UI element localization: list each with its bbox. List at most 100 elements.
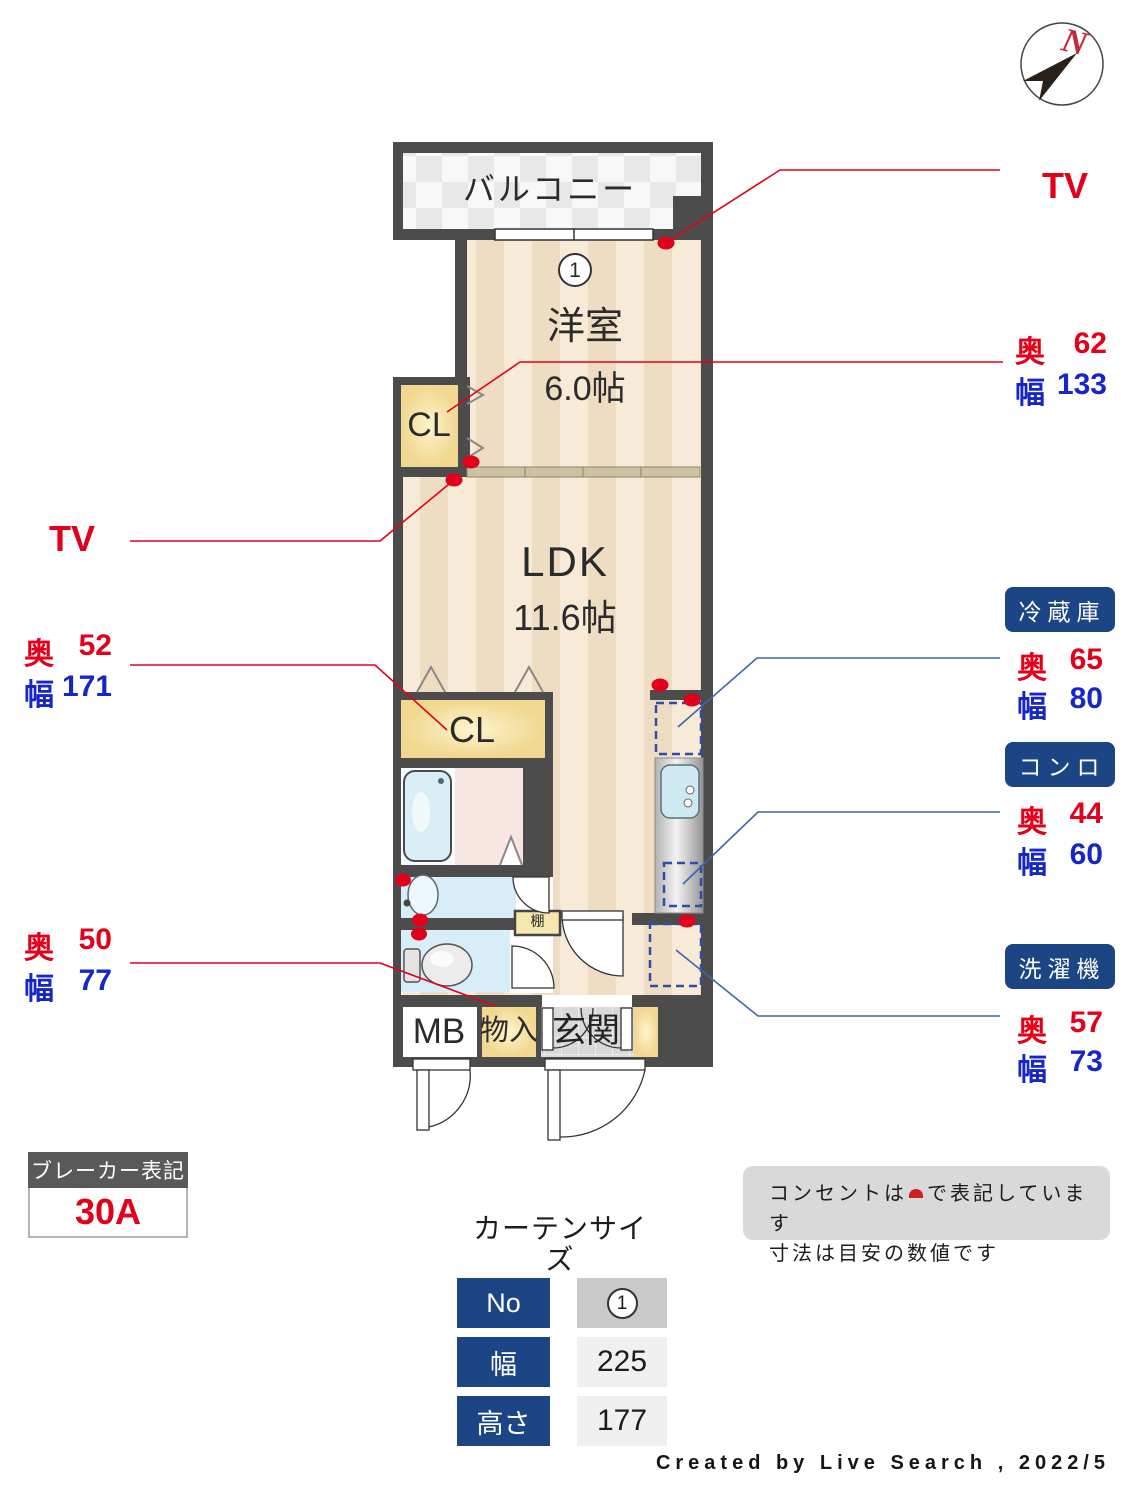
balcony-floor (403, 152, 703, 230)
breaker-box: ブレーカー表記 30A (28, 1152, 188, 1238)
depth-label: 奥 (1017, 652, 1047, 685)
closet1-fold-icon (466, 437, 485, 459)
wall (701, 142, 713, 1067)
width-value: 60 (1069, 838, 1103, 871)
tv-label-left: TV (48, 518, 95, 559)
curtain-row-no-header: No (457, 1278, 550, 1328)
entrance-label: 玄関 (552, 1012, 620, 1050)
shoebox-floor (634, 1007, 658, 1057)
wall (658, 995, 713, 1067)
wall (536, 1007, 541, 1057)
washbasin-icon (407, 874, 439, 916)
leader-lines (130, 169, 1003, 1017)
curtain-row-height-value: 177 (577, 1396, 667, 1446)
fridge-leader (677, 657, 1000, 728)
legend-line1-post: で表記しています (769, 1183, 1088, 1235)
hall-door-swing (561, 914, 624, 977)
storage-leader (130, 962, 496, 1007)
curtain-number-marker: 1 (558, 253, 592, 287)
depth-value: 65 (1069, 643, 1103, 676)
bedroom-size-label: 6.0帖 (544, 370, 626, 408)
closet2-fold-icon (514, 664, 544, 693)
bathtub-shine (412, 792, 430, 832)
stove-width-dim: 幅 60 (1017, 838, 1103, 882)
curtain-row-width-value: 225 (577, 1337, 667, 1387)
closet1-depth-dim: 奥 62 (1015, 327, 1107, 371)
closet2-width-dim: 幅 171 (24, 670, 112, 714)
outlet-symbol-icon (909, 1189, 923, 1198)
entrance-door-arc (552, 1007, 594, 1049)
tv-left-leader (130, 479, 455, 542)
outlet-dot (462, 455, 480, 469)
balcony-label: バルコニー (462, 171, 638, 207)
stove-badge: コンロ (1005, 742, 1115, 787)
closet1-interior (401, 385, 458, 467)
curtain-row-no-value: 1 (577, 1278, 667, 1328)
closet2-leader (130, 664, 448, 731)
closet2-label: CL (448, 709, 496, 750)
outlet-dot (411, 927, 427, 941)
tv-label-top: TV (1041, 165, 1088, 206)
bathtub-drain-icon (438, 778, 444, 784)
shelf-label: 棚 (530, 913, 545, 929)
width-value: 73 (1069, 1045, 1103, 1078)
bath-door-fold-icon (499, 834, 523, 866)
legend-note: コンセントはで表記しています 寸法は目安の数値です (743, 1166, 1110, 1265)
meterbox-door-arc (428, 1069, 471, 1128)
legend-line2: 寸法は目安の数値です (769, 1243, 999, 1265)
wall (632, 913, 713, 925)
washer-width-dim: 幅 73 (1017, 1045, 1103, 1089)
shelf-box (513, 909, 562, 937)
closet1-fold-icon (466, 385, 486, 405)
meterbox-door-threshold (412, 1058, 471, 1071)
outlet-dot (651, 678, 669, 692)
closet1-label: CL (407, 406, 451, 444)
appliance-boxes (648, 701, 703, 988)
entrance-floor (541, 1007, 634, 1057)
ldk-label: LDK (521, 538, 609, 585)
outlet-dot (678, 914, 696, 928)
doors (412, 876, 646, 1141)
washer-depth-dim: 奥 57 (1017, 1006, 1103, 1050)
fold-marks (416, 385, 544, 866)
curtain-row-width-header: 幅 (457, 1337, 550, 1387)
closet1-leader (446, 361, 1003, 413)
stove-depth-dim: 奥 44 (1017, 797, 1103, 841)
width-label: 幅 (1017, 847, 1047, 880)
entrance-door-leaf (620, 1007, 633, 1051)
depth-label: 奥 (1017, 1015, 1047, 1048)
width-value: 133 (1056, 368, 1107, 401)
faucet-knob-icon (685, 785, 695, 795)
width-label: 幅 (24, 679, 54, 712)
wall (393, 918, 517, 930)
washbasin-tap-icon (403, 899, 411, 907)
curtain-number-badge: 1 (606, 1287, 638, 1319)
outlet-dot (683, 693, 701, 707)
meterbox-door-leaf (416, 1069, 430, 1131)
entrance-door-leaf (541, 1007, 554, 1051)
compass-needle-icon (1023, 53, 1077, 101)
compass (1020, 22, 1104, 106)
depth-label: 奥 (1015, 336, 1045, 369)
wall (393, 142, 713, 153)
stove-leader (682, 811, 1000, 885)
outlet-dot (395, 873, 411, 887)
wall (477, 1007, 482, 1057)
fixtures (403, 770, 473, 987)
width-value: 171 (61, 670, 112, 703)
ldk-size-label: 11.6帖 (513, 597, 617, 638)
entrance-inner-threshold (542, 995, 632, 1007)
storage-label: 物入 (479, 1015, 538, 1047)
depth-value: 57 (1069, 1006, 1103, 1039)
credit-text: Created by Live Search , 2022/5 (655, 1452, 1110, 1474)
hall-door-leaf (561, 910, 624, 921)
wall (393, 142, 403, 240)
kitchen (654, 757, 704, 914)
front-door-leaf (547, 1069, 561, 1141)
width-label: 幅 (1015, 377, 1045, 410)
washroom-door-swing (512, 876, 550, 914)
fridge-depth-dim: 奥 65 (1017, 643, 1103, 687)
breaker-title: ブレーカー表記 (28, 1152, 188, 1188)
